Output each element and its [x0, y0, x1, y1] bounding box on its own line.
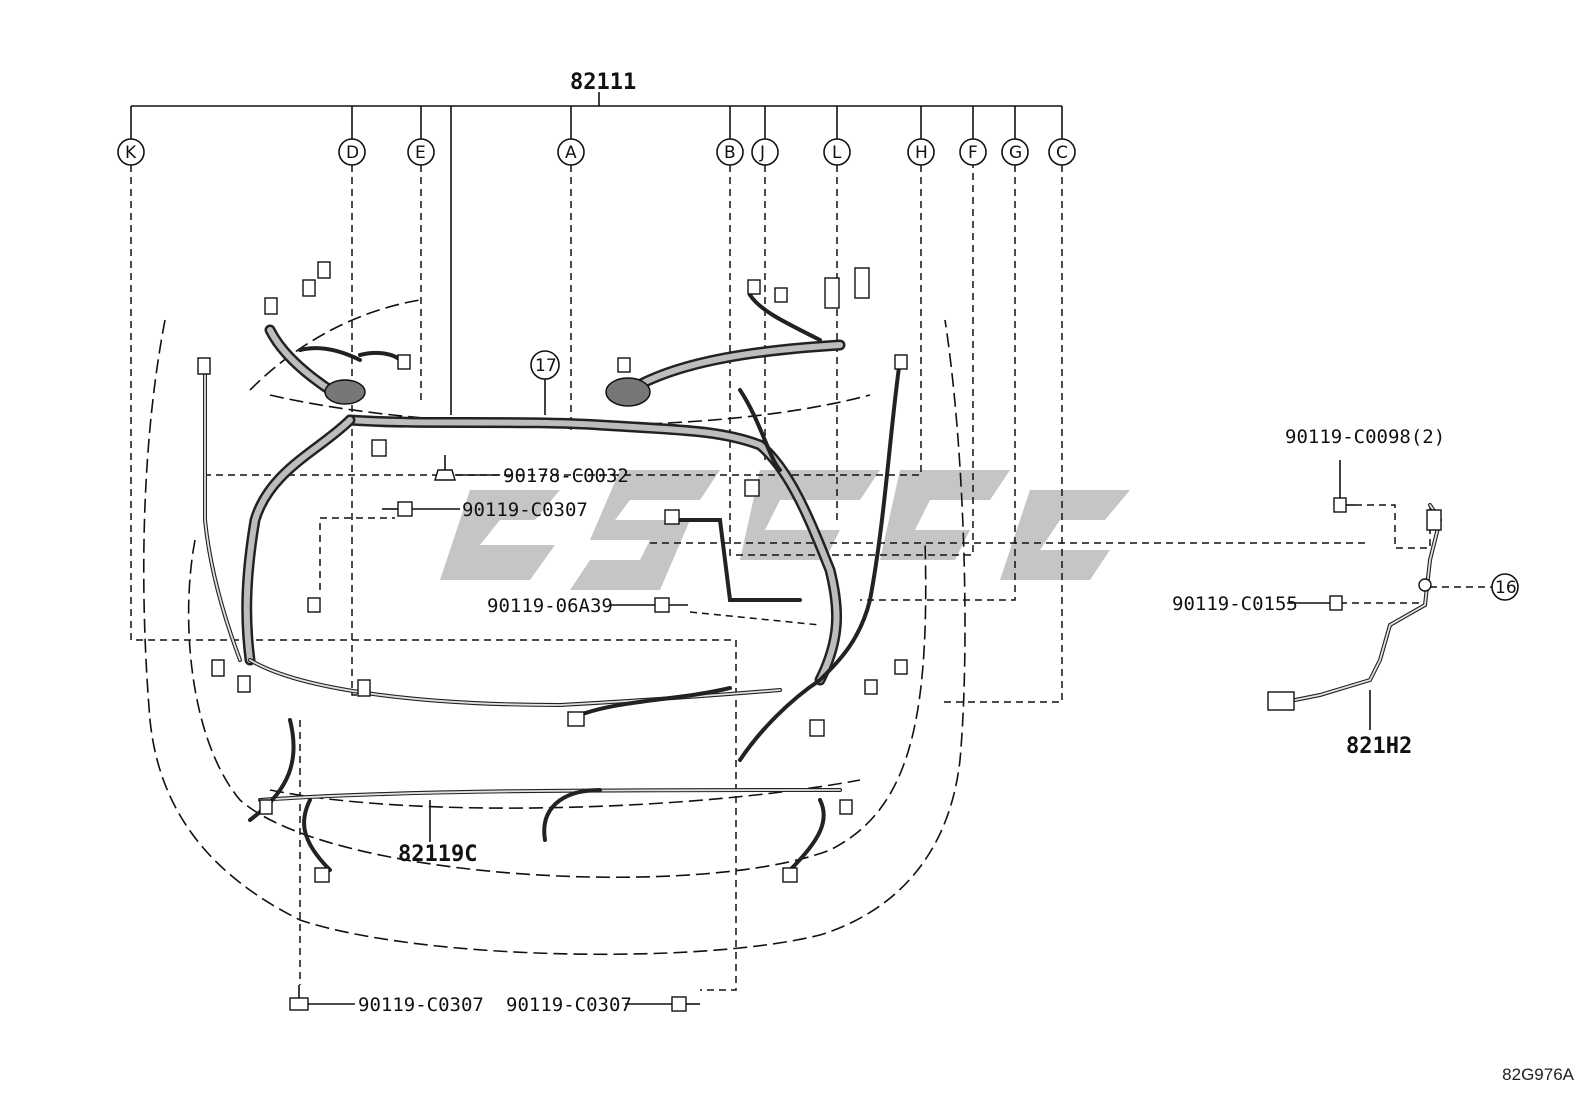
callout-g: G [1009, 143, 1022, 163]
branch-wires [203, 293, 902, 872]
callout-d: D [346, 143, 359, 163]
part-90178-c0032: 90178-C0032 [503, 465, 629, 487]
callout-h: H [915, 143, 928, 163]
callout-circles [117, 138, 1076, 166]
bolt-icon [1287, 595, 1343, 611]
callout-f: F [968, 143, 978, 163]
circled-ref-16 [1491, 573, 1519, 601]
bolt-icon [1333, 460, 1355, 513]
callout-k: K [125, 143, 137, 163]
part-90119-c0307-upper: 90119-C0307 [462, 499, 588, 521]
bolt-icon [610, 597, 688, 613]
clip-icon [434, 455, 500, 481]
circled-ref-17-text: 17 [535, 356, 557, 376]
part-90119-06a39: 90119-06A39 [487, 595, 613, 617]
connectors [197, 261, 908, 883]
circled-ref-16-text: 16 [1495, 578, 1517, 598]
callout-l: L [832, 143, 842, 163]
bolt-icon [289, 985, 355, 1011]
bolt-icon [625, 996, 700, 1012]
part-90119-c0307-bottom-right: 90119-C0307 [506, 994, 632, 1016]
part-90119-c0098: 90119-C0098(2) [1285, 426, 1445, 448]
callout-j: J [759, 143, 765, 163]
main-harness-82111 [241, 324, 846, 686]
leader-lines [130, 165, 1492, 991]
part-90119-c0307-bottom-left: 90119-C0307 [358, 994, 484, 1016]
bolt-icon [382, 501, 460, 517]
figure-code: 82G976A [1502, 1065, 1574, 1084]
part-821h2: 821H2 [1346, 734, 1412, 759]
part-82119c: 82119C [398, 842, 477, 867]
callout-bracket [130, 92, 1063, 415]
vehicle-body-outline [142, 299, 966, 956]
part-number-82111: 82111 [570, 70, 636, 95]
callout-b: B [724, 143, 736, 163]
sensor-harness-821h2 [1267, 503, 1443, 711]
watermark-logo [440, 470, 1130, 590]
callout-c: C [1056, 143, 1068, 163]
callout-e: E [415, 143, 426, 163]
callout-a: A [565, 143, 577, 163]
part-90119-c0155: 90119-C0155 [1172, 593, 1298, 615]
